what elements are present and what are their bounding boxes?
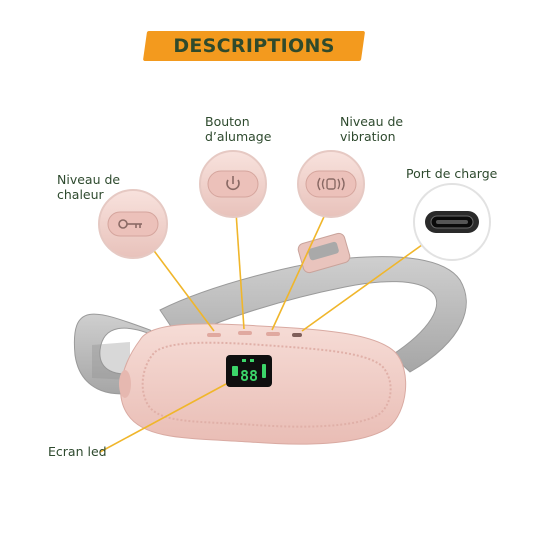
callout-led-screen: Ecran led xyxy=(48,444,107,459)
callout-power-button: Bouton d’alumage xyxy=(205,114,272,144)
power-icon xyxy=(226,176,240,191)
page-title: DESCRIPTIONS xyxy=(173,35,335,57)
charge-port[interactable] xyxy=(292,333,302,337)
led-screen: 88 xyxy=(226,355,272,387)
led-reading: 88 xyxy=(240,367,258,385)
callout-heat-level: Niveau de chaleur xyxy=(57,172,121,202)
power-button[interactable] xyxy=(238,331,252,335)
heat-button[interactable] xyxy=(207,333,221,337)
heat-lens xyxy=(98,189,168,259)
vibration-lens xyxy=(297,150,365,218)
power-lens xyxy=(199,150,267,218)
callout-charge-port: Port de charge xyxy=(406,166,498,181)
charge-port-lens xyxy=(413,183,491,261)
vibration-button[interactable] xyxy=(266,332,280,336)
key-icon xyxy=(118,219,142,229)
vibration-icon xyxy=(317,177,345,191)
callout-vibration-level: Niveau de vibration xyxy=(340,114,404,144)
